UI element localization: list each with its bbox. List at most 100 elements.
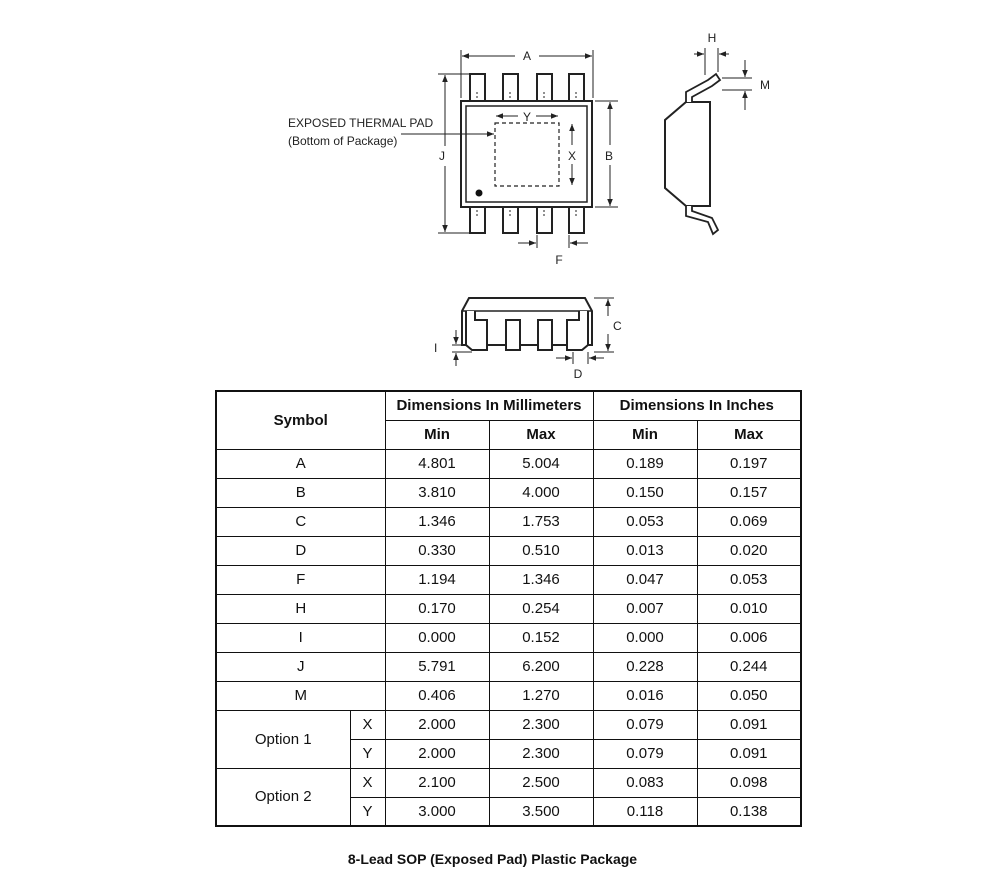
cell-in-max: 0.157 [696,477,802,508]
dim-label-b: B [605,149,613,163]
cell-in-max: 0.244 [696,651,802,682]
header-millimeters: Dimensions In Millimeters [384,390,594,421]
cell-symbol: B [215,477,386,508]
cell-in-min: 0.228 [592,651,698,682]
table-row: D 0.330 0.510 0.013 0.020 [215,535,802,566]
table-subheader-row: Min Max Min Max [216,419,802,450]
dim-label-c: C [613,319,622,333]
table-row: B 3.810 4.000 0.150 0.157 [215,477,802,508]
cell-sub-symbol: X [349,709,386,740]
cell-in-min: 0.079 [592,738,698,769]
table-row-option2-x: Option 2 X 2.100 2.500 0.083 0.098 [215,767,802,827]
cell-in-max: 0.050 [696,680,802,711]
table-row: M 0.406 1.270 0.016 0.050 [215,680,802,711]
cell-symbol: J [215,651,386,682]
cell-in-min: 0.150 [592,477,698,508]
side-lead-top [685,72,722,102]
cell-symbol: I [215,622,386,653]
cell-mm-max: 3.500 [488,796,594,827]
header-mm-max: Max [488,419,594,450]
dim-label-i: I [434,341,437,355]
end-leads [465,311,589,351]
top-leads [469,73,585,104]
header-symbol: Symbol [215,390,386,450]
exposed-pad-label: EXPOSED THERMAL PAD [288,116,433,130]
cell-mm-max: 1.753 [488,506,594,537]
end-view: C I D [434,297,622,381]
table-header-row: Symbol Dimensions In Millimeters Dimensi… [215,390,802,450]
cell-mm-min: 3.000 [384,796,490,827]
header-inches: Dimensions In Inches [592,390,802,421]
cell-mm-max: 1.270 [488,680,594,711]
cell-mm-min: 1.346 [384,506,490,537]
dim-label-x: X [568,149,576,163]
cell-mm-max: 4.000 [488,477,594,508]
cell-in-min: 0.007 [592,593,698,624]
cell-in-min: 0.016 [592,680,698,711]
dim-label-j: J [439,149,445,163]
table-row: H 0.170 0.254 0.007 0.010 [215,593,802,624]
cell-mm-min: 0.330 [384,535,490,566]
cell-mm-max: 0.152 [488,622,594,653]
dim-label-d: D [574,367,583,381]
cell-mm-min: 0.170 [384,593,490,624]
cell-mm-max: 6.200 [488,651,594,682]
cell-symbol: A [215,448,386,479]
cell-in-min: 0.083 [592,767,698,798]
table-row: A 4.801 5.004 0.189 0.197 [215,448,802,479]
cell-mm-max: 0.254 [488,593,594,624]
cell-mm-max: 1.346 [488,564,594,595]
figure-caption: 8-Lead SOP (Exposed Pad) Plastic Package [347,851,638,867]
table-row: F 1.194 1.346 0.047 0.053 [215,564,802,595]
cell-mm-max: 2.300 [488,738,594,769]
exposed-pad-outline [494,122,560,187]
table-row: C 1.346 1.753 0.053 0.069 [215,506,802,537]
side-lead-bottom [685,206,720,236]
cell-mm-min: 4.801 [384,448,490,479]
cell-option-label: Option 1 [215,709,351,769]
cell-in-max: 0.020 [696,535,802,566]
cell-mm-max: 2.500 [488,767,594,798]
dim-label-y: Y [523,110,531,124]
cell-in-max: 0.091 [696,709,802,740]
cell-symbol: C [215,506,386,537]
cell-symbol: H [215,593,386,624]
exposed-pad-sublabel: (Bottom of Package) [288,134,397,148]
cell-in-max: 0.091 [696,738,802,769]
cell-in-min: 0.000 [592,622,698,653]
cell-sub-symbol: Y [349,796,386,827]
table-row: I 0.000 0.152 0.000 0.006 [215,622,802,653]
top-view: EXPOSED THERMAL PAD (Bottom of Package) … [288,49,618,267]
package-drawings: EXPOSED THERMAL PAD (Bottom of Package) … [288,31,770,381]
cell-in-max: 0.138 [696,796,802,827]
cell-in-min: 0.013 [592,535,698,566]
dimension-table: Symbol Dimensions In Millimeters Dimensi… [215,390,802,827]
package-body-top [460,100,593,208]
cell-mm-min: 3.810 [384,477,490,508]
dim-label-h: H [708,31,717,45]
table-row-option2-y: Y 3.000 3.500 0.118 0.138 [216,796,802,827]
cell-mm-min: 2.000 [384,738,490,769]
cell-in-min: 0.189 [592,448,698,479]
cell-sub-symbol: Y [349,738,386,769]
cell-in-min: 0.053 [592,506,698,537]
dim-label-f: F [555,253,562,267]
cell-in-min: 0.118 [592,796,698,827]
cell-mm-min: 2.100 [384,767,490,798]
cell-mm-max: 0.510 [488,535,594,566]
header-mm-min: Min [384,419,490,450]
cell-sub-symbol: X [349,767,386,798]
cell-symbol: D [215,535,386,566]
cell-in-max: 0.053 [696,564,802,595]
cell-in-max: 0.069 [696,506,802,537]
dim-label-m: M [760,78,770,92]
cell-in-max: 0.098 [696,767,802,798]
cell-mm-min: 5.791 [384,651,490,682]
table-row: J 5.791 6.200 0.228 0.244 [215,651,802,682]
package-body-side [664,101,711,207]
pin1-dot [475,189,483,197]
cell-option-label: Option 2 [215,767,351,827]
cell-mm-max: 5.004 [488,448,594,479]
side-view: H M [664,31,770,236]
header-in-max: Max [696,419,802,450]
